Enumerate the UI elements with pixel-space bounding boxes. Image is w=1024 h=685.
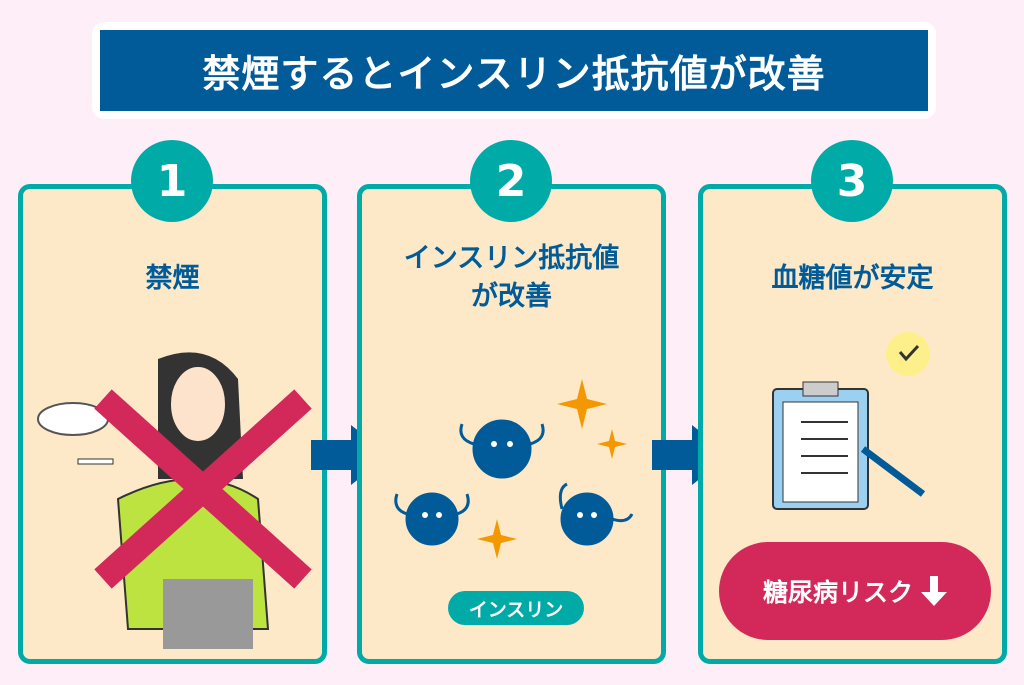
step-2-title-line2: が改善: [471, 281, 552, 312]
insulin-characters-illustration: [394, 379, 634, 559]
step-3-panel: 血糖値が安定 糖尿病リスク: [698, 184, 1007, 664]
step-3-title: 血糖値が安定: [771, 263, 934, 294]
step-2-panel: インスリン抵抗値 が改善 インスリン: [357, 184, 666, 664]
step-3-number: 3: [811, 140, 893, 222]
step-2-title-line1: インスリン抵抗値: [403, 243, 620, 274]
insulin-badge: インスリン: [448, 591, 584, 625]
diabetes-risk-button: 糖尿病リスク: [719, 542, 991, 640]
title-banner: 禁煙するとインスリン抵抗値が改善: [92, 22, 936, 119]
step-1-panel: 禁煙: [18, 184, 327, 664]
arrow-down-icon: [921, 576, 947, 606]
step-2-number: 2: [470, 140, 552, 222]
clipboard-illustration: [772, 332, 930, 510]
step-1-title: 禁煙: [145, 263, 200, 294]
page-title: 禁煙するとインスリン抵抗値が改善: [100, 30, 928, 111]
no-smoking-illustration: [37, 352, 312, 649]
risk-label: 糖尿病リスク: [762, 578, 913, 607]
step-1-number: 1: [131, 140, 213, 222]
